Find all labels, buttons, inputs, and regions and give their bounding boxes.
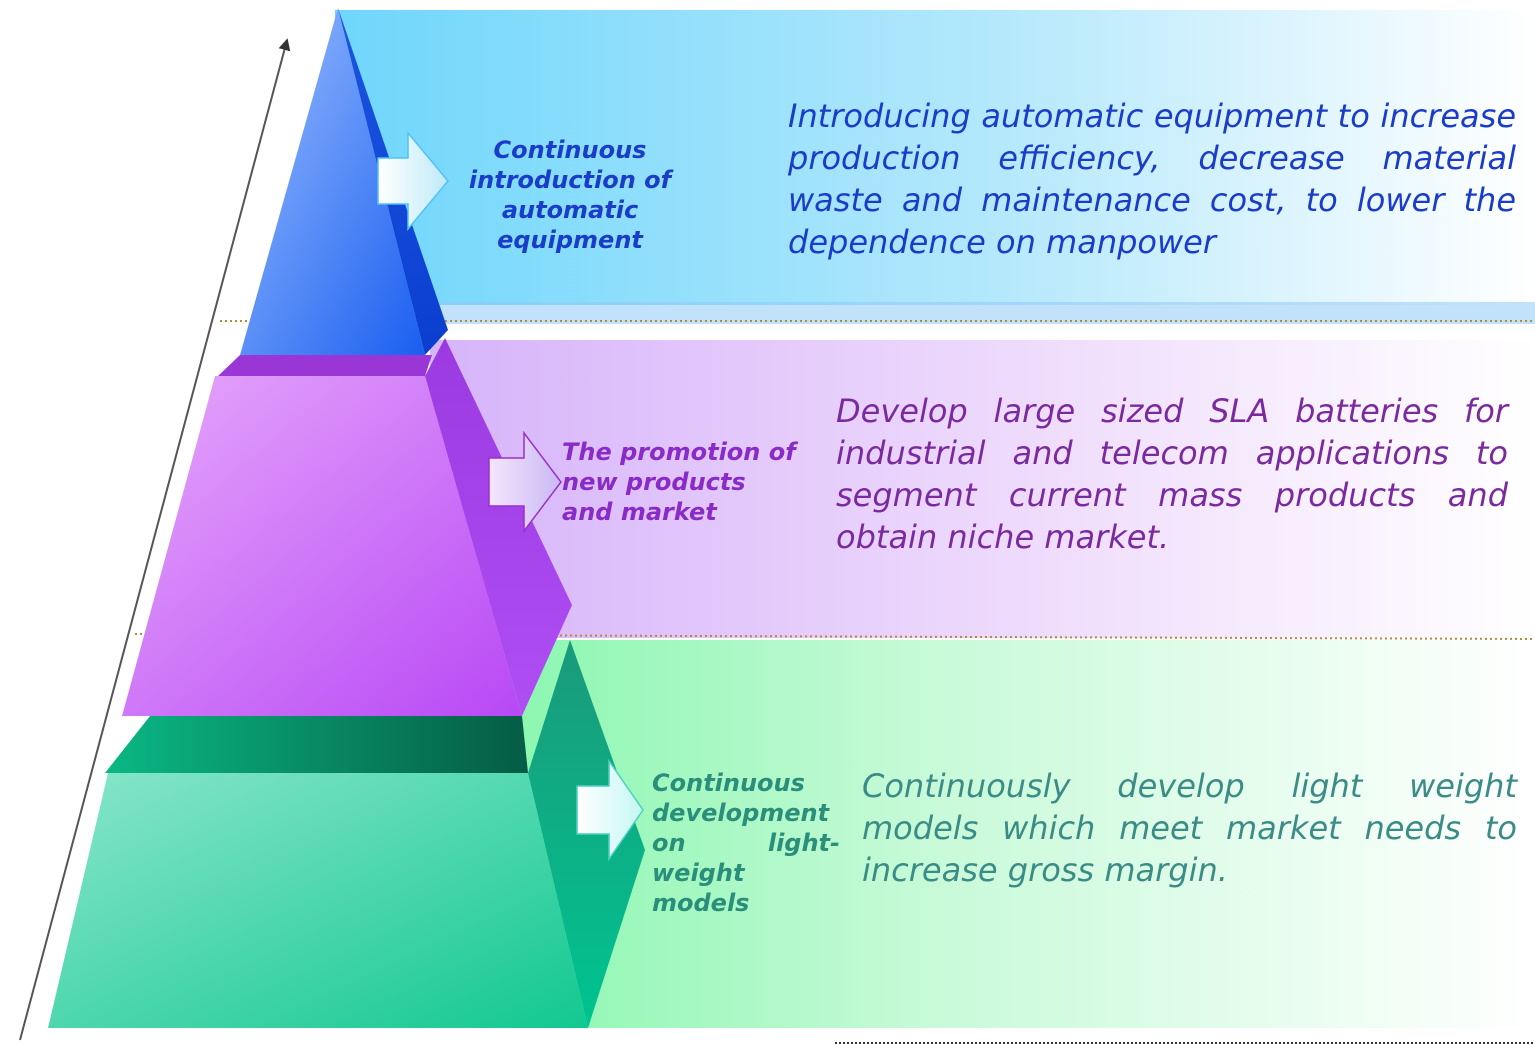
arrow-icon: [488, 430, 562, 534]
band-top-shadow: [430, 302, 1535, 324]
divider-line: [134, 633, 1535, 640]
arrow-icon: [377, 130, 449, 232]
band-middle: [430, 340, 1535, 638]
pyramid-tier-bottom: [48, 640, 645, 1028]
tier-bottom-description: Continuously develop light weight models…: [862, 767, 1517, 889]
tier-bottom-title: Continuous development on light-weight m…: [652, 769, 840, 917]
tier-middle-title: The promotion of new products and market: [562, 438, 796, 526]
tier-top-description: Introducing automatic equipment to incre…: [788, 97, 1516, 261]
arrow-icon: [576, 758, 644, 862]
tier-top-title: Continuous introduction of automatic equ…: [468, 136, 672, 254]
growth-arrow: [19, 38, 291, 1041]
band-top: [335, 10, 1535, 305]
pyramid-tier-middle: [122, 338, 572, 716]
tier-middle-description: Develop large sized SLA batteries for in…: [836, 392, 1508, 556]
